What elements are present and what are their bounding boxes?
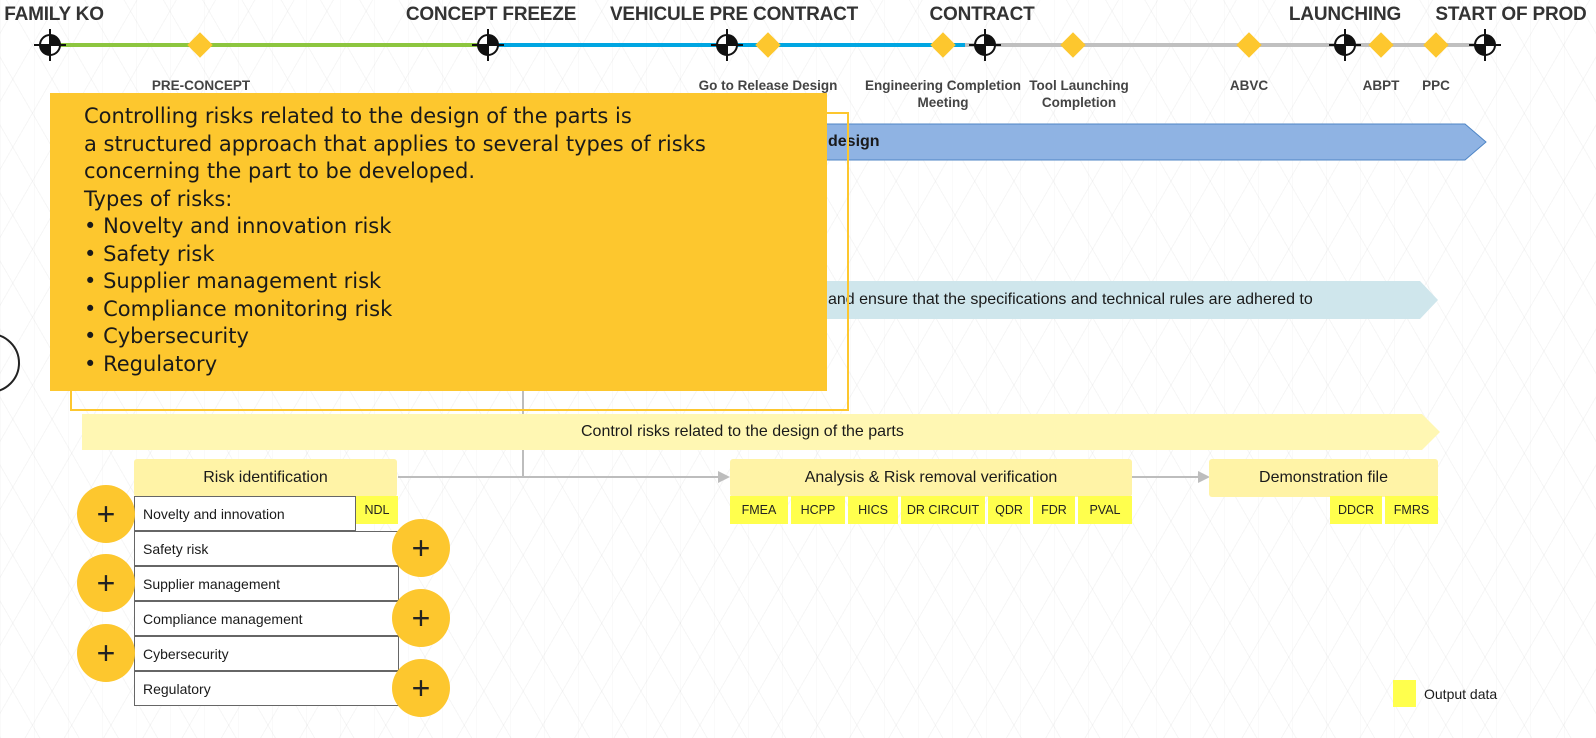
gate-marker-icon [34,29,66,61]
event-engineering-completion-line1: Engineering Completion [864,78,1022,93]
callout-risk-item: Supplier management risk [84,268,793,296]
risk-item-regulatory[interactable]: Regulatory [134,671,399,706]
callout-line-3: concerning the part to be developed. [84,159,475,183]
gate-marker-icon [711,29,743,61]
offscreen-circle [0,333,20,393]
step-risk-identification: Risk identification [134,459,397,497]
legend-output-label: Output data [1424,686,1498,702]
callout-line-1: Controlling risks related to the design … [84,104,632,128]
event-engineering-completion-line2: Meeting [917,95,969,110]
output-tag: HICS [848,496,898,524]
milestone-contract: CONTRACT [929,4,1035,25]
expand-plus-button[interactable]: + [77,485,135,543]
expand-plus-button[interactable]: + [392,659,450,717]
milestone-start-of-prod: START OF PROD [1435,4,1587,25]
expand-plus-button[interactable]: + [392,519,450,577]
milestone-diamond-icon [1235,31,1263,59]
milestone-diamond-icon [1059,31,1087,59]
arrow-head-icon [718,471,730,483]
milestone-diamond-icon [754,31,782,59]
risk-item-safety[interactable]: Safety risk [134,531,399,566]
milestone-diamond-icon [1367,31,1395,59]
callout-risk-item: Regulatory [84,351,793,379]
expand-plus-button[interactable]: + [77,554,135,612]
event-pre-concept: PRE-CONCEPT [151,78,251,93]
event-ppc: PPC [1422,78,1450,93]
callout-line-2: a structured approach that applies to se… [84,131,706,156]
event-tool-launching: Tool Launching Completion [1029,77,1128,111]
risk-item-supplier[interactable]: Supplier management [134,566,399,601]
legend-output-swatch [1393,680,1416,707]
risk-item-novelty[interactable]: Novelty and innovation [134,496,356,531]
event-go-release-design: Go to Release Design [698,78,838,93]
callout-risk-item: Novelty and innovation risk [84,213,793,241]
connector-to-demonstration [1132,476,1198,478]
gate-marker-icon [472,29,504,61]
timeline-segment-green [50,43,488,47]
control-risks-band [82,414,1440,450]
step-demonstration-file: Demonstration file [1209,459,1438,497]
risk-item-compliance[interactable]: Compliance management [134,601,399,636]
control-risks-label: Control risks related to the design of t… [581,423,904,440]
milestone-vehicule-pre-contract: VEHICULE PRE CONTRACT [609,4,859,25]
callout-risk-item: Compliance monitoring risk [84,296,793,324]
arrow-head-icon [1198,471,1210,483]
risk-description-callout: Controlling risks related to the design … [50,93,827,391]
expand-plus-button[interactable]: + [392,589,450,647]
callout-risk-item: Safety risk [84,241,793,269]
milestone-launching: LAUNCHING [1288,4,1402,25]
event-abvc: ABVC [1229,78,1269,93]
event-abpt: ABPT [1362,78,1400,93]
milestone-concept-freeze: CONCEPT FREEZE [405,4,577,25]
gate-marker-icon [1469,29,1501,61]
gate-marker-icon [969,29,1001,61]
milestone-diamond-icon [1422,31,1450,59]
output-tag: FMEA [730,496,788,524]
connector-to-analysis [398,476,718,478]
output-tag: HCPP [791,496,845,524]
output-tag: QDR [988,496,1030,524]
output-tag: DDCR [1330,496,1382,524]
lightblue-band-label: and ensure that the specifications and t… [828,291,1313,308]
step-analysis-risk-removal: Analysis & Risk removal verification [730,459,1132,497]
event-tool-launching-line2: Completion [1041,95,1117,110]
timeline-segment-grey [965,43,1485,47]
event-engineering-completion: Engineering Completion Meeting [865,77,1021,111]
output-tag: PVAL [1078,496,1132,524]
output-tag: DR CIRCUIT [901,496,985,524]
output-tag: FMRS [1385,496,1438,524]
milestone-family-ko: FAMILY KO [4,4,104,25]
callout-risk-item: Cybersecurity [84,323,793,351]
output-tag-ndl: NDL [356,496,398,524]
gate-marker-icon [1329,29,1361,61]
risk-item-cybersecurity[interactable]: Cybersecurity [134,636,399,671]
callout-line-4: Types of risks: [84,186,233,211]
expand-plus-button[interactable]: + [77,624,135,682]
milestone-diamond-icon [929,31,957,59]
output-tag: FDR [1033,496,1075,524]
event-tool-launching-line1: Tool Launching [1029,78,1129,93]
blue-band-label: design [828,133,880,150]
milestone-diamond-icon [186,31,214,59]
